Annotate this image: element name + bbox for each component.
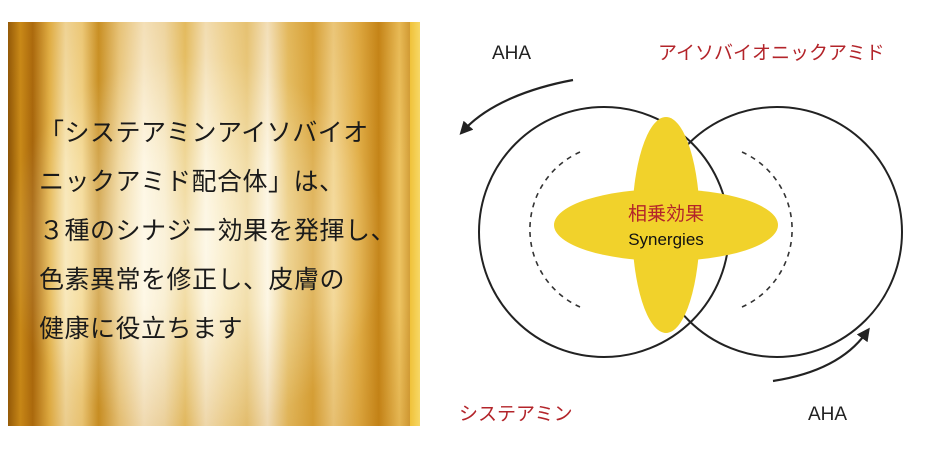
bottom-right-curved-arrow [772, 327, 870, 383]
description-text: 「システアミンアイソバイオ ニックアミド配合体」は、 ３種のシナジー効果を発揮し… [39, 108, 419, 353]
description-line: ニックアミド配合体」は、 [39, 167, 345, 196]
label-top-right: アイソバイオニックアミド [658, 42, 885, 64]
synergy-diagram: 相乗効果 Synergies AHA アイソバイオニックアミド システアミン A… [459, 42, 903, 425]
center-title: 相乗効果 [628, 203, 704, 225]
label-top-left: AHA [492, 43, 531, 64]
description-line: ３種のシナジー効果を発揮し、 [39, 216, 397, 245]
gold-background-panel: 「システアミンアイソバイオ ニックアミド配合体」は、 ３種のシナジー効果を発揮し… [8, 22, 420, 426]
horizontal-synergy-ellipse [554, 189, 778, 261]
description-line: 「システアミンアイソバイオ [39, 118, 369, 147]
label-bottom-left: システアミン [459, 403, 573, 425]
top-left-curved-arrow [459, 78, 574, 135]
label-bottom-right: AHA [808, 404, 847, 425]
description-line: 色素異常を修正し、皮膚の [39, 265, 346, 294]
description-line: 健康に役立ちます [39, 314, 244, 343]
center-subtitle: Synergies [628, 230, 704, 249]
